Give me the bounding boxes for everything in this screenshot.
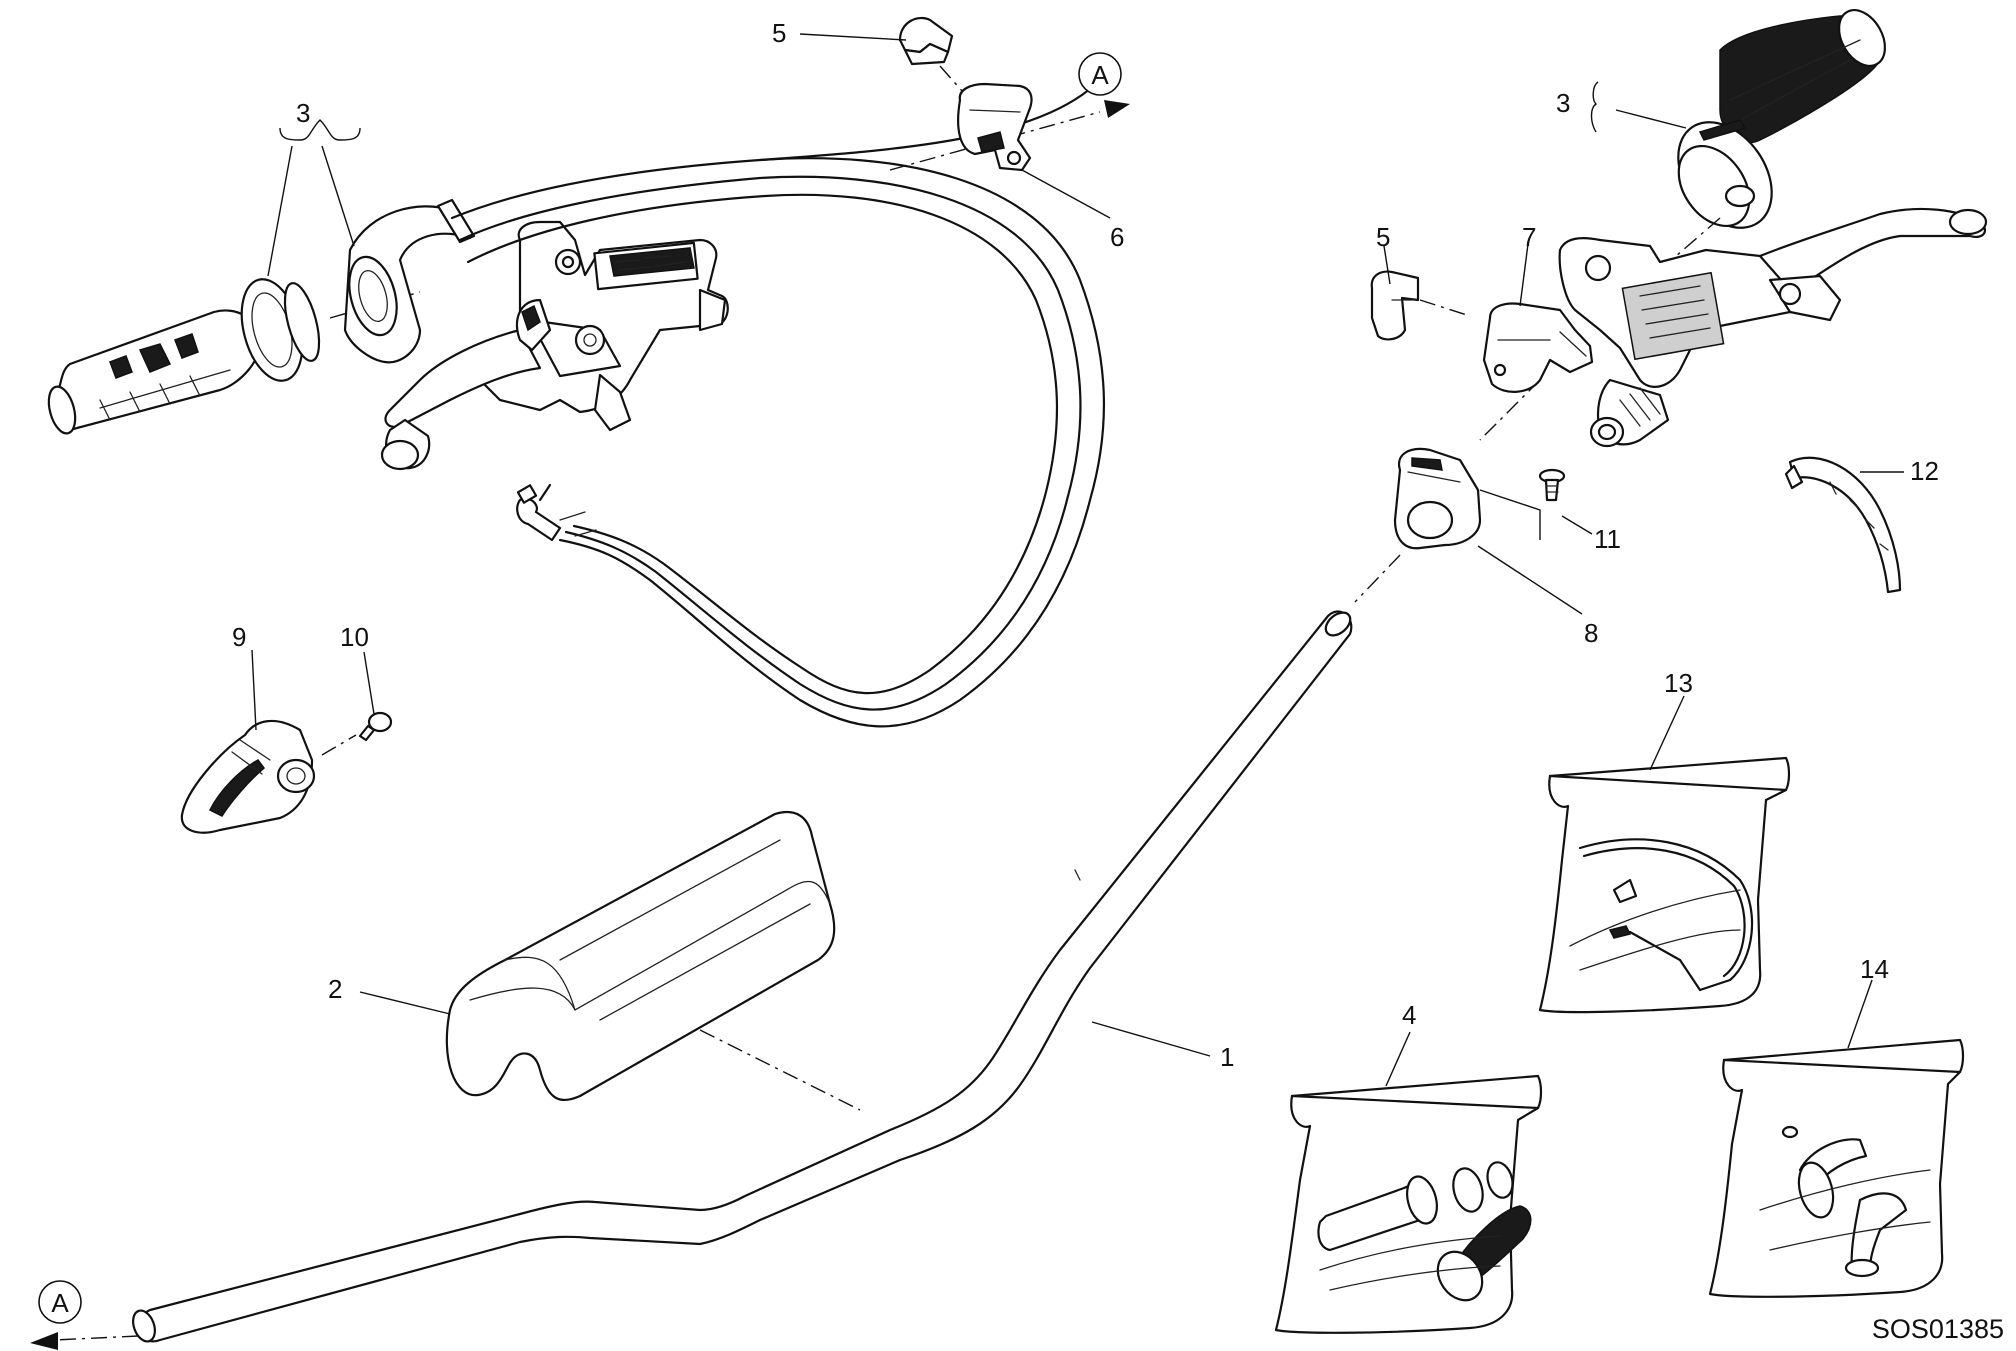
callout-2: 2	[328, 974, 342, 1004]
kit-bag-14[interactable]	[1708, 1038, 1965, 1298]
left-grip[interactable]	[44, 273, 421, 437]
switch-housing-right[interactable]	[1479, 302, 1594, 441]
handlebar-clamp-right[interactable]	[1354, 447, 1482, 603]
ref-marker-a-bottom: A	[38, 1280, 82, 1324]
leader-lines	[251, 33, 1904, 1087]
ref-marker-a-top-label: A	[1091, 60, 1109, 90]
left-clutch-master-cylinder[interactable]	[380, 220, 729, 471]
switch-housing-top[interactable]	[957, 82, 1033, 172]
callout-5-right: 5	[1376, 222, 1390, 252]
drawing-code: SOS01385	[1872, 1314, 2004, 1344]
callout-3-left: 3	[296, 98, 310, 128]
ref-marker-a-bottom-label: A	[51, 1288, 69, 1318]
throttle-housing-cover[interactable]	[180, 719, 357, 834]
callout-4: 4	[1402, 1000, 1416, 1030]
callout-3-right: 3	[1556, 88, 1570, 118]
ref-marker-a-top: A	[1078, 52, 1122, 96]
callout-1: 1	[1220, 1042, 1234, 1072]
callout-9: 9	[232, 622, 246, 652]
callout-14: 14	[1860, 954, 1889, 984]
switch-cover-top[interactable]	[898, 16, 971, 101]
callout-12: 12	[1910, 456, 1939, 486]
screw-10[interactable]	[358, 711, 393, 742]
callout-6: 6	[1110, 222, 1124, 252]
callout-7: 7	[1522, 222, 1536, 252]
right-brake-master-cylinder[interactable]	[1558, 207, 1988, 448]
handlebar[interactable]	[129, 608, 1354, 1344]
switch-cover-right[interactable]	[1370, 270, 1471, 341]
throttle-grip[interactable]	[1659, 2, 1894, 271]
callout-11: 11	[1594, 524, 1621, 554]
screw-11[interactable]	[1479, 468, 1566, 540]
cable-guide-left[interactable]	[341, 198, 476, 364]
cable-tie[interactable]	[1784, 456, 1902, 594]
callout-8: 8	[1584, 618, 1598, 648]
callout-13: 13	[1664, 668, 1693, 698]
callout-5-top: 5	[772, 18, 786, 48]
callout-10: 10	[340, 622, 369, 652]
handlebar-pad[interactable]	[445, 810, 861, 1111]
kit-bag-13[interactable]	[1538, 756, 1791, 1014]
kit-bag-4[interactable]	[1274, 1074, 1543, 1334]
cable-route-a-bottom	[30, 1332, 139, 1350]
